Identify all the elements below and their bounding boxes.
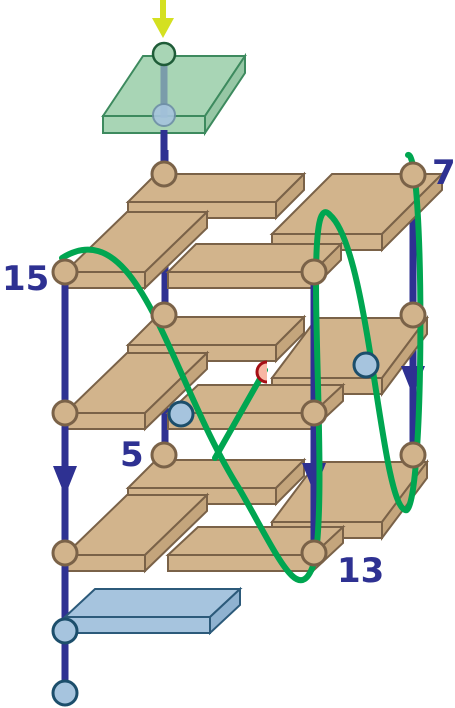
node-back-2 (150, 301, 178, 329)
label-13: 13 (337, 551, 384, 591)
node-right-2 (399, 301, 427, 329)
green-top-node (151, 41, 177, 67)
node-left-1 (51, 258, 79, 286)
node-center-3 (300, 539, 328, 567)
red-marker (255, 360, 268, 384)
label-7: 7 (432, 153, 455, 193)
down-arrow-left (53, 466, 77, 496)
blue-block (62, 586, 243, 636)
plate-front-top-left (62, 209, 210, 291)
marker-circle-4 (51, 679, 79, 707)
label-5: 5 (120, 435, 144, 475)
node-left-2 (51, 399, 79, 427)
node-top-back (150, 160, 178, 188)
plate-front-bot-center (165, 524, 346, 574)
node-center-1 (300, 258, 328, 286)
marker-circle-3 (51, 617, 79, 645)
node-left-3 (51, 539, 79, 567)
marker-circle-1 (167, 400, 195, 428)
green-block (101, 52, 247, 137)
nodes-group (51, 160, 427, 567)
green-bottom-node (152, 103, 176, 127)
node-top-right (399, 161, 427, 189)
input-arrow-head (152, 18, 174, 38)
node-center-2 (300, 399, 328, 427)
marker-circle-2 (352, 351, 380, 379)
plates-group (62, 171, 445, 574)
node-back-3 (150, 441, 178, 469)
label-15: 15 (2, 259, 49, 299)
plate-front-bot-left (62, 492, 210, 574)
node-right-3 (399, 441, 427, 469)
plate-front-mid-left (62, 350, 210, 432)
